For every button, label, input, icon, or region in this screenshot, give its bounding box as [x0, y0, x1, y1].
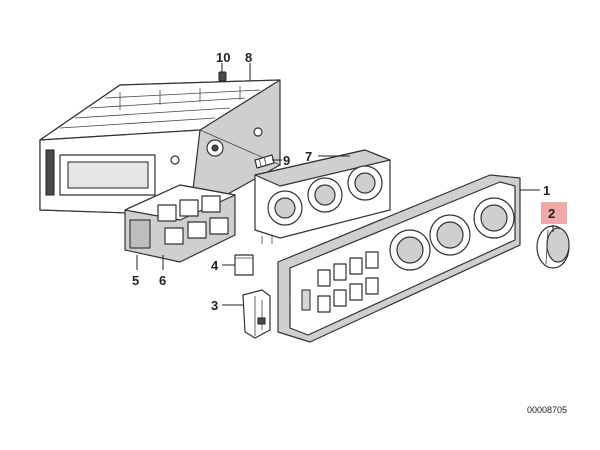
clip-part-3	[242, 289, 271, 339]
callout-2-highlight	[541, 202, 567, 224]
front-panel-part	[277, 174, 521, 343]
callout-9: 9	[283, 153, 290, 168]
callout-8: 8	[245, 50, 252, 65]
cap-part-4	[234, 254, 254, 276]
callout-5: 5	[132, 273, 139, 288]
callout-6: 6	[159, 273, 166, 288]
screw-part-10	[218, 63, 227, 82]
leader-lines	[136, 63, 554, 306]
callout-1: 1	[543, 183, 550, 198]
callout-7: 7	[305, 149, 312, 164]
switch-block-part	[124, 184, 236, 263]
knob-part-2	[536, 225, 570, 269]
knob-frame-part	[254, 149, 391, 244]
document-number: 00008705	[527, 405, 567, 415]
callout-2: 2	[548, 206, 555, 221]
pin-part-9	[254, 154, 275, 169]
callout-3: 3	[211, 298, 218, 313]
callout-labels: 10 8 9 7 5 6 4 3 1 2	[132, 50, 567, 313]
callout-4: 4	[211, 258, 219, 273]
callout-10: 10	[216, 50, 230, 65]
